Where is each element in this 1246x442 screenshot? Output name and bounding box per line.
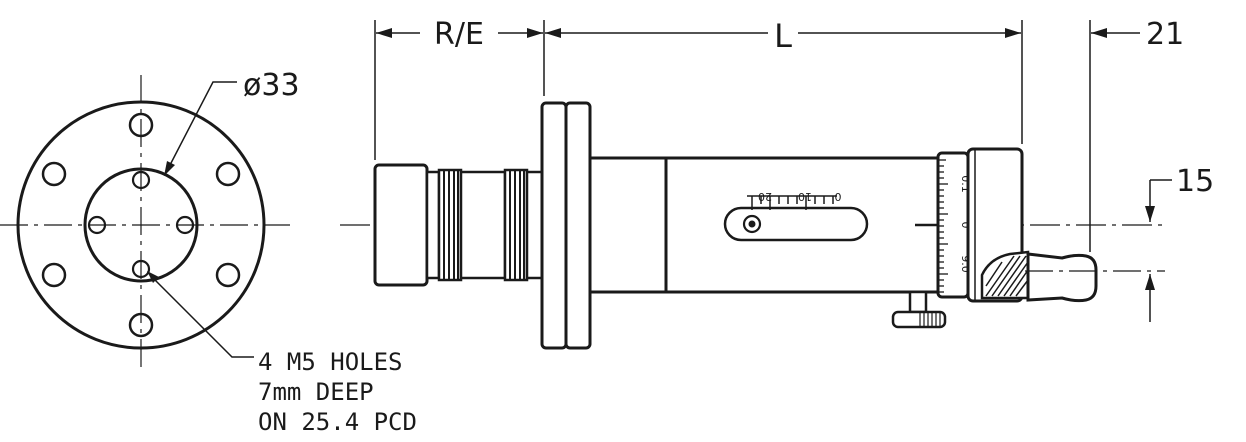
scale-window-slot xyxy=(723,206,869,242)
flange-end-view xyxy=(0,75,290,370)
diameter-label: ø33 xyxy=(243,68,300,103)
dimension-lines xyxy=(374,20,1172,322)
m5-hole xyxy=(175,215,195,235)
end-cap xyxy=(373,163,429,287)
re-dimension-label: R/E xyxy=(434,17,484,52)
diameter-dimension: ø33 xyxy=(164,68,300,176)
dimension-arrowheads xyxy=(376,28,1155,290)
locking-screw-stem xyxy=(908,290,928,314)
offset-arrow xyxy=(1091,28,1107,38)
locking-screw-knob xyxy=(891,310,947,329)
adjustment-handle xyxy=(1026,252,1098,303)
sleeve-scale-label-0: 0 xyxy=(835,190,842,203)
diameter-leader-line xyxy=(169,81,237,166)
outer-bolt-hole xyxy=(215,262,241,288)
flange-inner-circle xyxy=(83,167,199,283)
outer-bolt-hole xyxy=(128,312,154,338)
height-arrow-bottom xyxy=(1145,274,1155,290)
m5-hole xyxy=(131,170,151,190)
hole-note: 4 M5 HOLES 7mm DEEP ON 25.4 PCD xyxy=(147,271,417,436)
m5-hole xyxy=(131,259,151,279)
handle-boss-hatch xyxy=(985,255,1029,297)
side-view: 20 10 0 0.1 0 9.0 xyxy=(340,101,1165,350)
outer-bolt-hole xyxy=(41,262,67,288)
sleeve-scale-label-20: 20 xyxy=(758,190,772,203)
flange-outer-circle xyxy=(16,100,266,350)
hole-note-line-2: 7mm DEEP xyxy=(258,378,374,406)
mounting-flange-front xyxy=(540,101,568,350)
height-dimension-label: 15 xyxy=(1176,164,1214,199)
re-arrow-left xyxy=(376,28,392,38)
length-dimension-label: L xyxy=(774,17,792,55)
bellows-1-ridges xyxy=(443,170,459,280)
diameter-leader-arrowhead xyxy=(164,161,175,176)
slot-pin-center xyxy=(748,220,756,228)
bellows-2-ridges xyxy=(509,170,525,280)
sleeve-scale-label-10: 10 xyxy=(798,190,812,203)
hole-note-leader-line xyxy=(149,274,254,358)
sleeve-scale-ticks xyxy=(747,195,837,210)
mounting-flange-back xyxy=(564,101,592,350)
hole-note-arrowhead xyxy=(147,271,159,283)
thimble-label-0: 0 xyxy=(959,222,972,229)
hole-note-line-3: ON 25.4 PCD xyxy=(258,408,417,436)
hole-note-line-1: 4 M5 HOLES xyxy=(258,348,403,376)
offset-dimension-label: 21 xyxy=(1146,17,1184,52)
neck-collar-2 xyxy=(525,170,544,280)
m5-hole xyxy=(87,215,107,235)
height-arrow-top xyxy=(1145,206,1155,222)
thimble-graduations xyxy=(938,159,948,293)
body-barrel-rear xyxy=(588,156,668,294)
outer-bolt-hole xyxy=(128,112,154,138)
l-arrow-right xyxy=(1005,28,1021,38)
outer-bolt-hole xyxy=(215,161,241,187)
neck-body xyxy=(459,170,507,280)
locking-screw-knurl xyxy=(919,313,941,326)
l-arrow-left xyxy=(545,28,561,38)
outer-bolt-hole xyxy=(41,161,67,187)
re-arrow-right xyxy=(527,28,543,38)
neck-collar-1 xyxy=(425,170,441,280)
